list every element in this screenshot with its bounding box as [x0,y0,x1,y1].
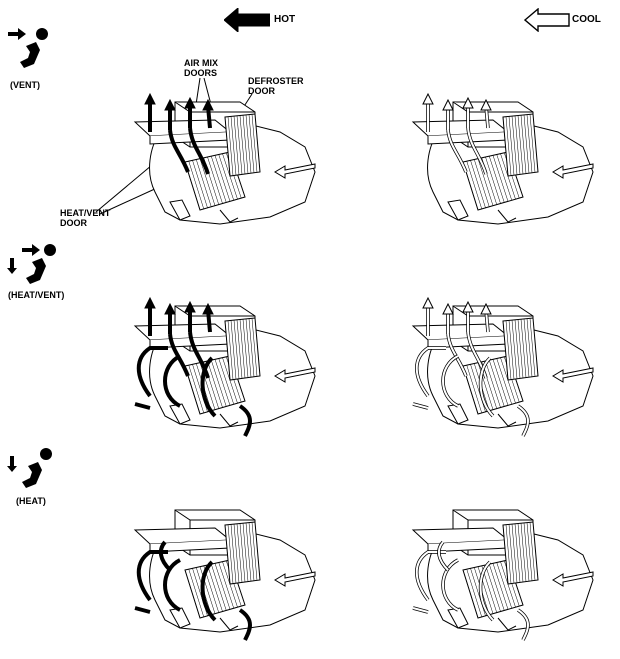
hot-label: HOT [274,14,296,25]
cool-label: COOL [572,14,601,25]
heat-vent-line1: HEAT/VENT [60,208,111,218]
defroster-line1: DEFROSTER [248,76,304,86]
mode-vent [6,24,52,76]
cool-arrow-icon [524,8,570,32]
defroster-door-label: DEFROSTER DOOR [248,76,304,96]
heat-vent-door-label: HEAT/VENT DOOR [60,208,110,228]
heater-unit [411,305,594,429]
heater-unit [133,509,316,633]
panel-heat-vent-cool [398,296,608,446]
air-mix-line2: DOORS [184,68,218,78]
vent-seat-icon [8,28,48,68]
heat-vent-seat-icon [7,244,56,284]
mode-heat [4,446,54,492]
heater-unit [411,101,594,225]
panel-vent-cool [398,92,608,242]
air-mix-doors-label: AIR MIX DOORS [184,58,218,78]
heat-vent-line2: DOOR [60,218,87,228]
heater-unit [133,305,316,429]
heater-unit [133,101,316,225]
air-mix-line1: AIR MIX [184,58,219,68]
hot-arrow-icon [224,8,270,32]
mode-heat-vent [4,236,60,290]
panel-heat-cool [398,500,608,650]
panel-heat-hot [120,500,330,650]
heater-unit [411,509,594,633]
mode-heat-label: (HEAT) [16,496,46,506]
mode-vent-label: (VENT) [10,80,40,90]
defroster-line2: DOOR [248,86,275,96]
heat-seat-icon [7,448,52,488]
mode-heat-vent-label: (HEAT/VENT) [8,290,65,300]
cool-airflow [412,540,530,641]
hot-airflow [134,540,252,641]
panel-heat-vent-hot [120,296,330,446]
panel-vent-hot [120,92,330,242]
